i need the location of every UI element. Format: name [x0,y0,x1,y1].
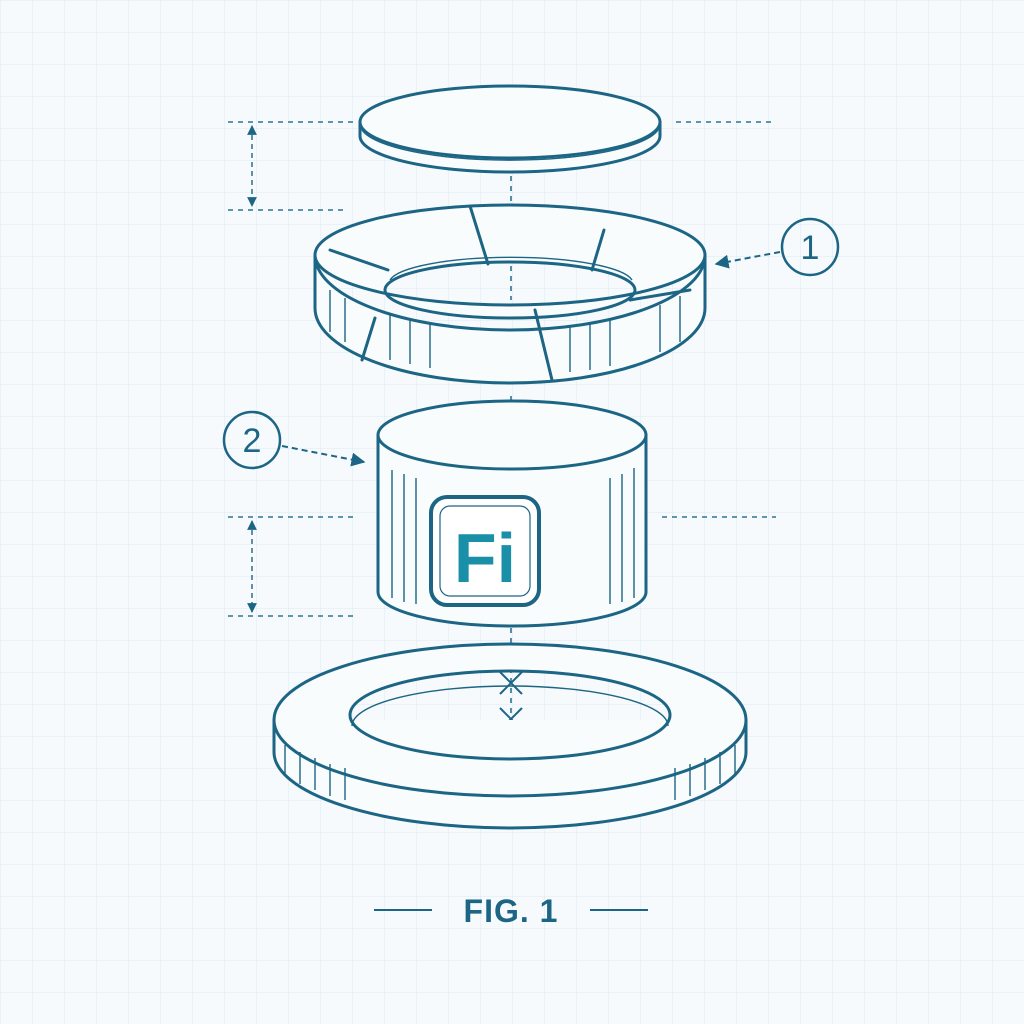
callout-1-number: 1 [801,229,820,267]
callout-2: 2 [222,410,366,470]
cylinder-wall-hatching [391,468,635,604]
figure-caption: FIG. 1 [374,893,648,929]
caption-text: FIG. 1 [464,893,559,929]
base-wall-hatching [284,745,736,800]
callout-1: 1 [714,217,840,277]
base-ring [272,642,748,830]
dimension-lines [228,121,776,617]
top-disc [358,84,662,174]
logo-badge [429,495,541,607]
segmented-ring [313,203,707,385]
logo-text: Fi [454,519,516,597]
logo-cylinder: Fi [376,399,648,628]
ring-wall-hatching [329,290,681,372]
callout-2-number: 2 [243,422,262,460]
